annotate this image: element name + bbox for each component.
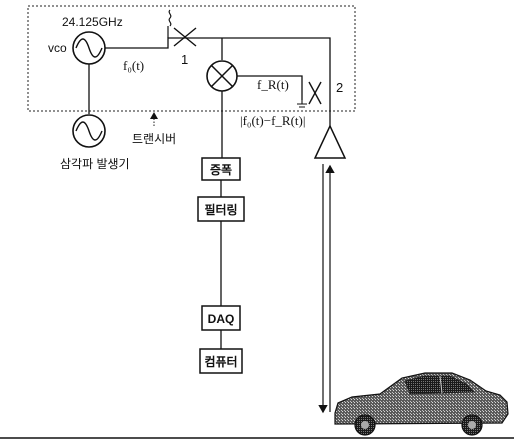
generator-sine-wave <box>75 121 103 141</box>
vco-sine-wave <box>75 38 103 58</box>
coupler-2-symbol <box>308 81 322 105</box>
mixer-cross-b <box>210 64 234 88</box>
computer-label: 컴퓨터 <box>204 354 237 369</box>
frequency-label: 24.125GHz <box>62 15 123 29</box>
computer-box <box>199 348 243 374</box>
mixer-to-coupler-2-wire <box>237 75 303 100</box>
filter-box <box>197 196 245 222</box>
filter-label: 필터링 <box>204 202 237 217</box>
antenna-symbol <box>313 124 347 159</box>
car-illustration <box>334 372 509 436</box>
transceiver-label: 트랜시버 <box>132 132 176 146</box>
beat-frequency-label: |f₀(t)−f_R(t)| <box>240 113 305 128</box>
daq-label: DAQ <box>208 312 235 326</box>
coupler-1-termination <box>168 9 172 27</box>
amplifier-label: 증폭 <box>210 163 232 177</box>
coupler-1-symbol <box>173 27 197 47</box>
generator-label: 삼각파 발생기 <box>60 157 130 171</box>
port-2-label: 2 <box>336 80 343 95</box>
reflected-label: f_R(t) <box>257 77 289 92</box>
signal-label: f₀(t) <box>123 58 144 73</box>
vco-label: vco <box>48 41 67 55</box>
port-1-label: 1 <box>181 52 188 67</box>
daq-box <box>201 305 241 331</box>
coupler-2-termination <box>297 100 307 108</box>
